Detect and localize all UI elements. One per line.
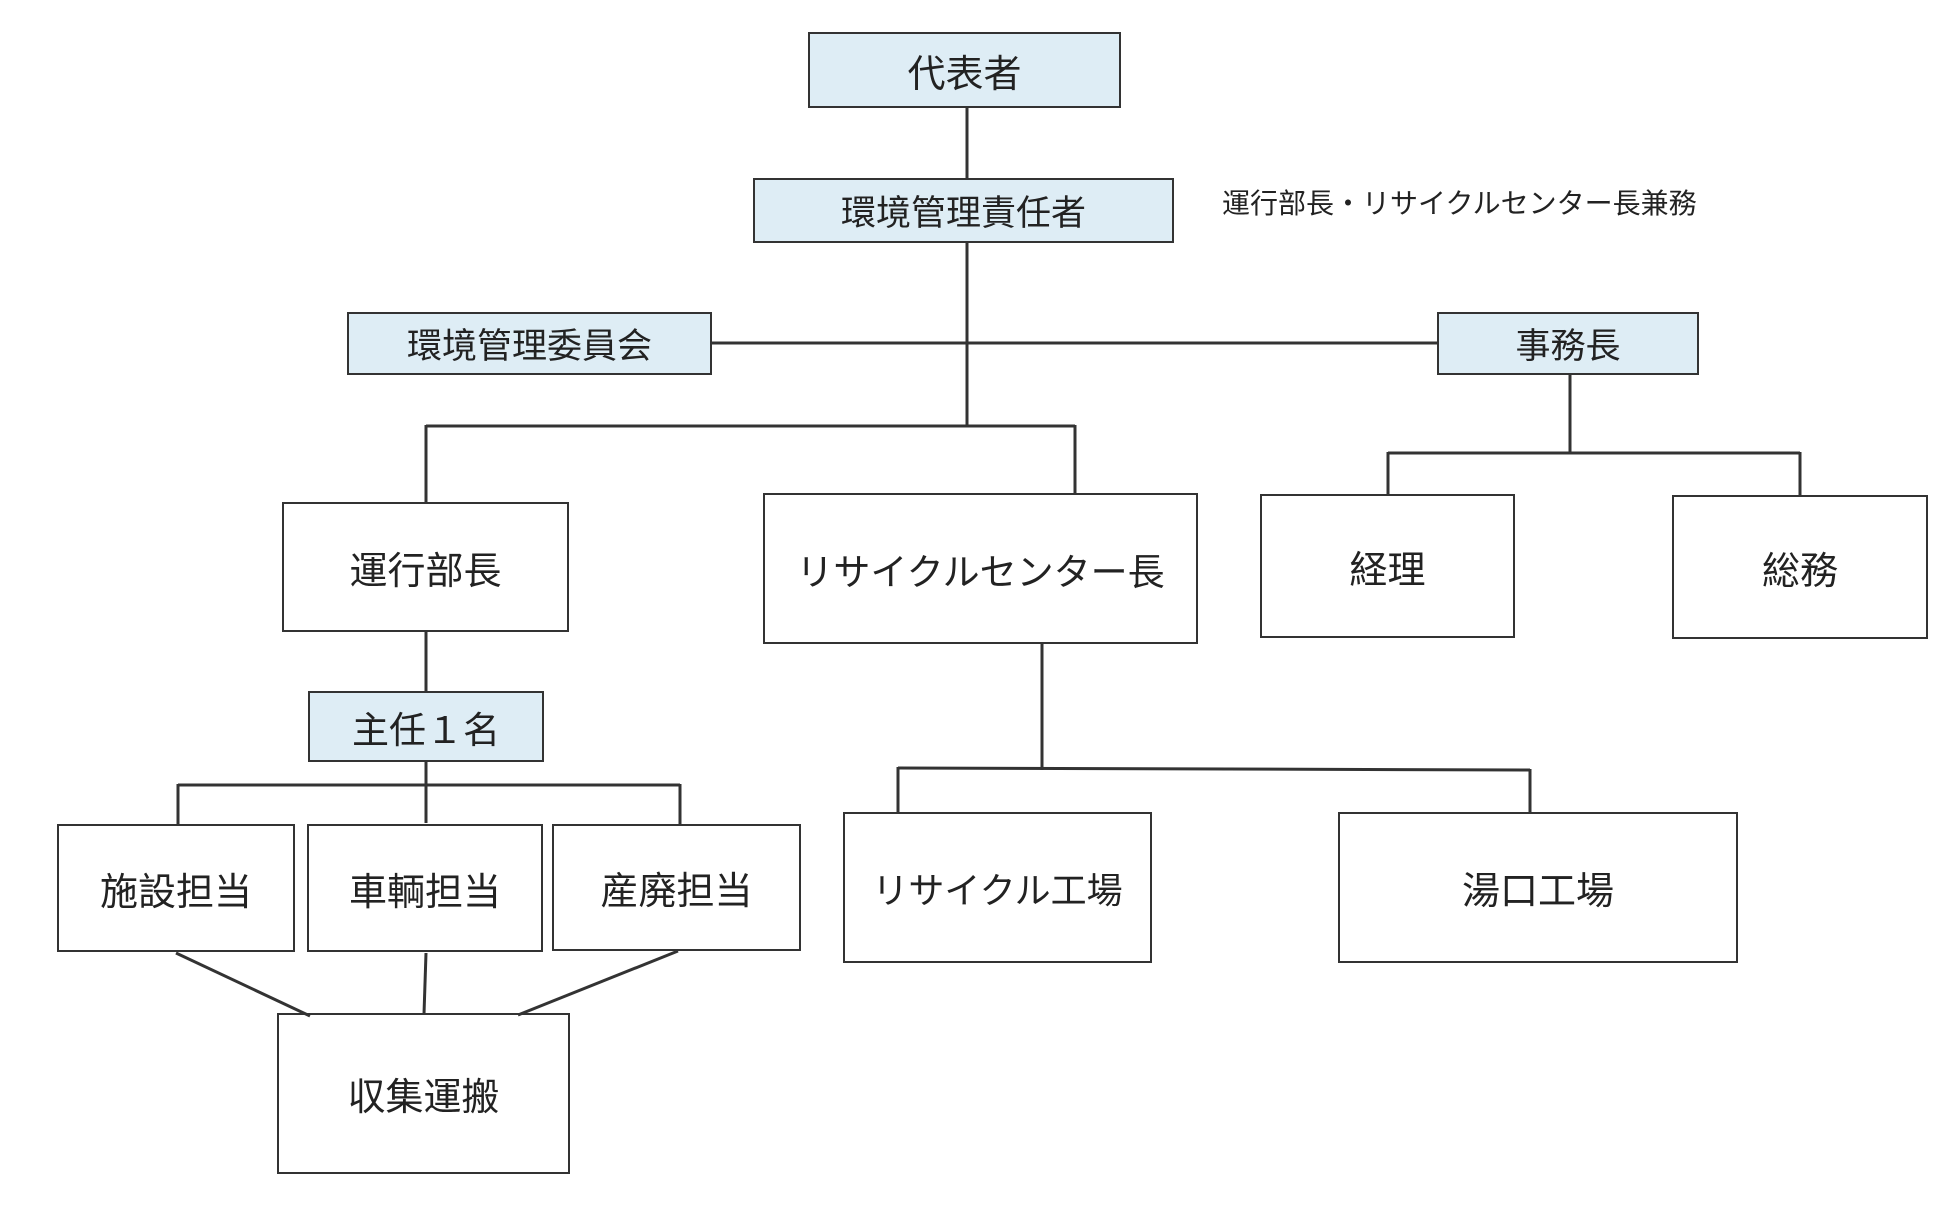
node-industrial-waste: 産廃担当: [552, 824, 801, 951]
node-yuguchi-plant: 湯口工場: [1338, 812, 1738, 963]
node-env-committee: 環境管理委員会: [347, 312, 712, 375]
node-recycle-center-head: リサイクルセンター長: [763, 493, 1198, 644]
node-office-head: 事務長: [1437, 312, 1699, 375]
node-accounting: 経理: [1260, 494, 1515, 638]
node-collection: 収集運搬: [277, 1013, 570, 1174]
node-representative: 代表者: [808, 32, 1121, 108]
node-operations-head: 運行部長: [282, 502, 569, 632]
node-facility: 施設担当: [57, 824, 295, 952]
node-general-affairs: 総務: [1672, 495, 1928, 639]
node-recycle-plant: リサイクル工場: [843, 812, 1152, 963]
env-manager-note: 運行部長・リサイクルセンター長兼務: [1222, 187, 1697, 220]
node-vehicle: 車輌担当: [307, 824, 543, 952]
node-chief: 主任１名: [308, 691, 544, 762]
node-env-manager: 環境管理責任者: [753, 178, 1174, 243]
